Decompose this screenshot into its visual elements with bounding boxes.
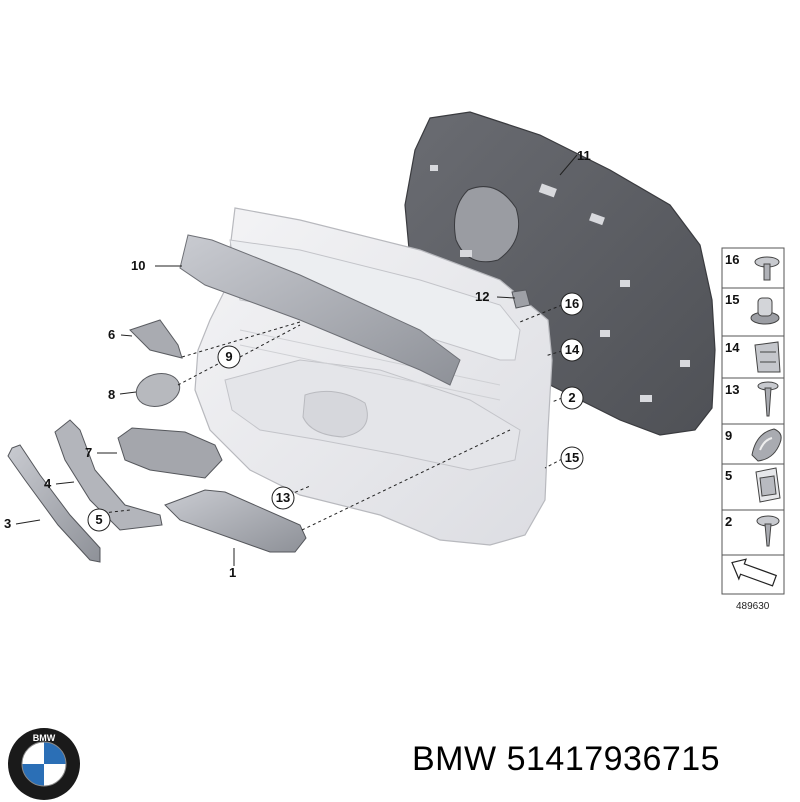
part-10-upper-trim (179, 234, 461, 386)
logo-lettering: BMW (33, 733, 56, 743)
part-4-handle-carrier (54, 419, 163, 531)
callout-6: 6 (108, 327, 115, 342)
callout-7: 7 (85, 445, 92, 460)
flange-screw-icon (756, 515, 780, 547)
part-1-armrest (164, 489, 307, 553)
legend-label-16: 16 (725, 252, 739, 267)
leader-lines (15, 154, 578, 566)
metal-clip-icon (755, 467, 781, 503)
callout-1: 1 (229, 565, 236, 580)
legend-label-5: 5 (725, 468, 732, 483)
bmw-logo: BMW (8, 728, 80, 800)
circled-callouts: 9 5 13 16 14 2 15 (87, 292, 584, 532)
legend-label-2: 2 (725, 514, 732, 529)
callout-12: 12 (475, 289, 489, 304)
callout-4: 4 (44, 476, 52, 491)
callout-15: 15 (565, 450, 579, 465)
fastener-legend: 16 15 14 13 9 5 2 (721, 247, 785, 612)
callout-11: 11 (577, 148, 591, 163)
callout-9: 9 (225, 349, 232, 364)
part-8-cap (135, 373, 181, 407)
door-trim-exploded-diagram: 1 3 4 6 7 8 10 11 12 9 5 13 16 14 2 15 1 (4, 111, 785, 612)
legend-label-14: 14 (725, 340, 740, 355)
reference-code: 489630 (736, 601, 770, 612)
expanding-clip-icon (750, 297, 780, 325)
part-number: 51417936715 (506, 740, 721, 778)
callout-10: 10 (131, 258, 145, 273)
callout-2: 2 (568, 390, 575, 405)
callout-14: 14 (565, 342, 580, 357)
spring-nut-icon (754, 341, 781, 373)
legend-label-9: 9 (725, 428, 732, 443)
callout-3: 3 (4, 516, 11, 531)
legend-label-15: 15 (725, 292, 739, 307)
callout-13: 13 (276, 490, 290, 505)
rivet-clip-icon (754, 256, 780, 281)
part-6-cover (129, 319, 183, 359)
callout-16: 16 (565, 296, 579, 311)
part-3-pull-handle (7, 444, 101, 563)
legend-label-13: 13 (725, 382, 739, 397)
grommet-icon (751, 428, 782, 462)
callout-8: 8 (108, 387, 115, 402)
callout-labels: 1 3 4 6 7 8 10 11 12 (4, 148, 591, 580)
part-7-switch-cover (117, 427, 223, 479)
screw-icon (757, 381, 779, 417)
callout-5: 5 (95, 512, 102, 527)
view-direction-arrow-icon (731, 558, 778, 587)
part-12-clip (511, 289, 531, 309)
brand-name: BMW (412, 740, 497, 778)
